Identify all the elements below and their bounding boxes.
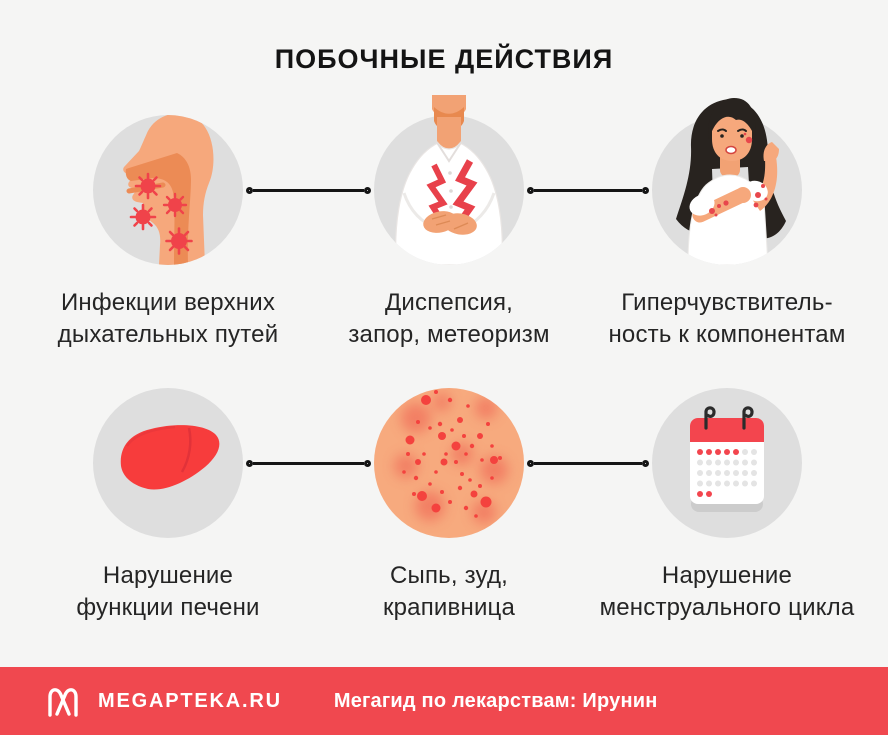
card-liver-function: Нарушение функции печени — [28, 366, 308, 624]
connector — [527, 456, 649, 470]
connector-ring — [364, 186, 371, 194]
card-label: Гиперчувствитель- ность к компонентам — [608, 289, 846, 348]
card-label: Сыпь, зуд, крапивница — [382, 562, 516, 621]
card-dyspepsia: Диспепсия, запор, метеоризм — [309, 93, 589, 351]
megapteka-logo-icon — [48, 688, 78, 717]
card-label: Нарушение функции печени — [76, 562, 260, 621]
menstrual-cycle-icon — [652, 388, 802, 538]
card-menstrual-cycle: Нарушение менструального цикла — [587, 366, 867, 624]
respiratory-infection-icon — [93, 115, 243, 265]
respiratory-infection-illustration — [93, 93, 243, 265]
card-label: Диспепсия, запор, метеоризм — [348, 289, 550, 348]
page-title: ПОБОЧНЫЕ ДЕЙСТВИЯ — [274, 44, 614, 74]
hypersensitivity-icon — [652, 98, 802, 265]
card-respiratory-infections: Инфекции верхних дыхательных путей — [28, 93, 308, 351]
brand-name: MEGAPTEKA.RU — [98, 689, 282, 712]
rash-illustration — [374, 366, 524, 538]
liver-icon — [93, 388, 243, 538]
connector-line — [253, 188, 364, 192]
connector-ring — [642, 186, 649, 194]
card-rash: Сыпь, зуд, крапивница — [309, 366, 589, 624]
card-label: Инфекции верхних дыхательных путей — [57, 289, 279, 348]
connector-line — [534, 188, 642, 192]
connector — [527, 183, 649, 197]
card-hypersensitivity: Гиперчувствитель- ность к компонентам — [587, 93, 867, 351]
connector-ring — [527, 459, 534, 467]
connector-ring — [246, 459, 253, 467]
connector-line — [253, 461, 364, 465]
footer-bar: MEGAPTEKA.RU Мегагид по лекарствам: Ирун… — [0, 667, 888, 735]
connector — [246, 183, 371, 197]
connector-ring — [527, 186, 534, 194]
connector-ring — [364, 459, 371, 467]
connector-ring — [642, 459, 649, 467]
connector-ring — [246, 186, 253, 194]
dyspepsia-icon — [374, 95, 524, 265]
calendar-illustration — [652, 366, 802, 538]
connector — [246, 456, 371, 470]
footer-tagline: Мегагид по лекарствам: Ирунин — [333, 689, 658, 712]
connector-line — [534, 461, 642, 465]
hypersensitivity-illustration — [652, 93, 802, 265]
dyspepsia-illustration — [374, 93, 524, 265]
card-label: Нарушение менструального цикла — [599, 562, 855, 621]
rash-icon — [374, 388, 524, 538]
liver-illustration — [93, 366, 243, 538]
